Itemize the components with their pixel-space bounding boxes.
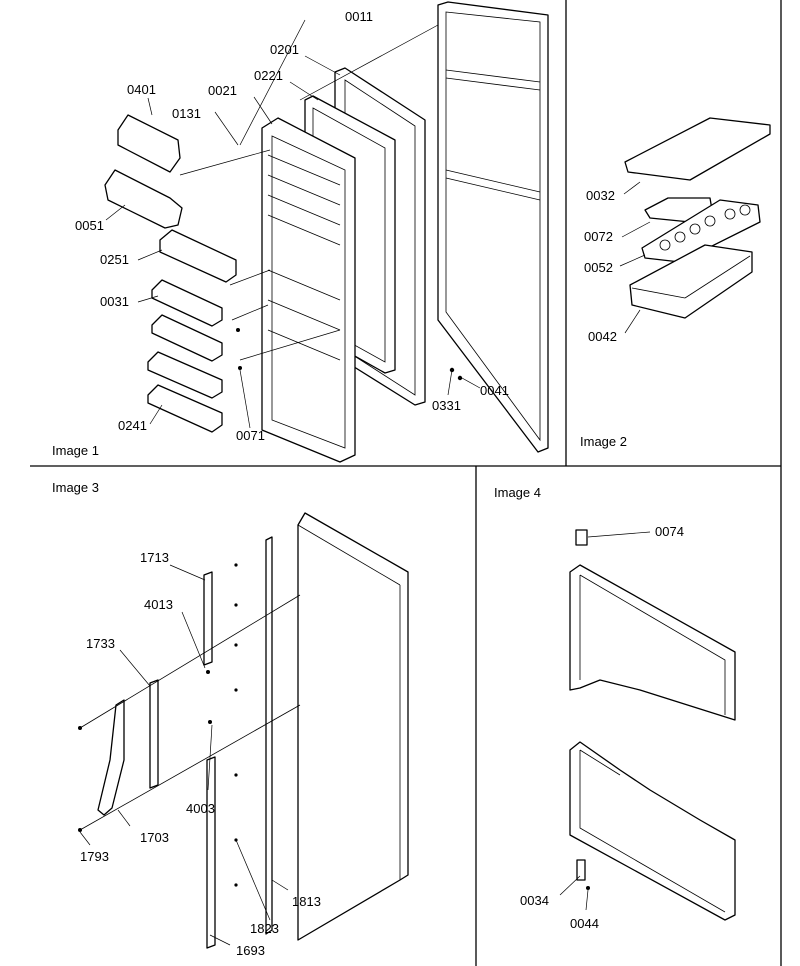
callout-label: 0072	[584, 229, 613, 244]
callout-label: 0034	[520, 893, 549, 908]
callout-label: 4003	[186, 801, 215, 816]
panel-title-image-4: Image 4	[494, 485, 541, 500]
callout-label: 0031	[100, 294, 129, 309]
callout-label: 1713	[140, 550, 169, 565]
door-handle	[97, 699, 125, 816]
storage-bin	[629, 244, 753, 319]
door-bin-4	[147, 384, 223, 433]
callout-label: 0251	[100, 252, 129, 267]
callout-label: 1703	[140, 830, 169, 845]
image-4-callouts: 0074 0034 0044	[520, 524, 684, 931]
dairy-cover	[117, 114, 181, 173]
callout-label: 0011	[345, 9, 373, 24]
door-lower-section	[569, 741, 736, 921]
dairy-bin	[104, 169, 183, 229]
callout-label: 0041	[480, 383, 509, 398]
egg-tray-cups	[659, 204, 751, 251]
image-2-storage-exploded	[619, 117, 771, 334]
callout-label: 4013	[144, 597, 173, 612]
top-hinge-cap	[575, 529, 588, 546]
trim-strip-mid	[149, 679, 159, 789]
image-3-callouts: 1713 4013 1733 4003 1703 1793 1813 1823 …	[80, 550, 321, 958]
callout-label: 0021	[208, 83, 237, 98]
callout-label: 1823	[250, 921, 279, 936]
door-bin-3	[147, 351, 223, 399]
panel-title-image-1: Image 1	[52, 443, 99, 458]
door-panel	[297, 512, 409, 941]
bottom-hinge	[576, 859, 586, 881]
callout-label: 0221	[254, 68, 283, 83]
callout-label: 1733	[86, 636, 115, 651]
callout-label: 1813	[292, 894, 321, 909]
screw-dots	[78, 563, 238, 887]
callout-label: 0052	[584, 260, 613, 275]
callout-label: 1793	[80, 849, 109, 864]
trim-upper	[265, 536, 273, 935]
storage-lid	[624, 117, 771, 181]
image-1-door-exploded	[104, 1, 549, 463]
callout-label: 0131	[172, 106, 201, 121]
door-bin-2	[151, 314, 223, 362]
callout-label: 0074	[655, 524, 684, 539]
panel-frames	[30, 0, 782, 966]
image-4-door-exploded	[559, 529, 736, 921]
inner-door-liner	[261, 117, 356, 463]
callout-label: 0331	[432, 398, 461, 413]
callout-label: 0044	[570, 916, 599, 931]
image-3-handle-exploded	[78, 512, 409, 949]
image-2-callouts: 0032 0072 0052 0042	[584, 188, 617, 344]
callout-label: 0032	[586, 188, 615, 203]
callout-label: 0401	[127, 82, 156, 97]
panel-title-image-2: Image 2	[580, 434, 627, 449]
trim-strip-bottom	[206, 756, 216, 949]
image-1-callouts: 0011 0201 0221 0401 0021 0131 0051 0251 …	[75, 9, 509, 443]
callout-label: 0051	[75, 218, 104, 233]
panel-title-image-3: Image 3	[52, 480, 99, 495]
trim-strip-top	[203, 571, 213, 666]
callout-label: 0042	[588, 329, 617, 344]
callout-label: 1693	[236, 943, 265, 958]
callout-label: 0071	[236, 428, 265, 443]
callout-label: 0201	[270, 42, 299, 57]
outer-door-panel	[437, 1, 549, 453]
door-upper-section	[569, 564, 736, 721]
callout-label: 0241	[118, 418, 147, 433]
egg-tray	[641, 199, 761, 263]
door-bin-large	[159, 229, 237, 283]
